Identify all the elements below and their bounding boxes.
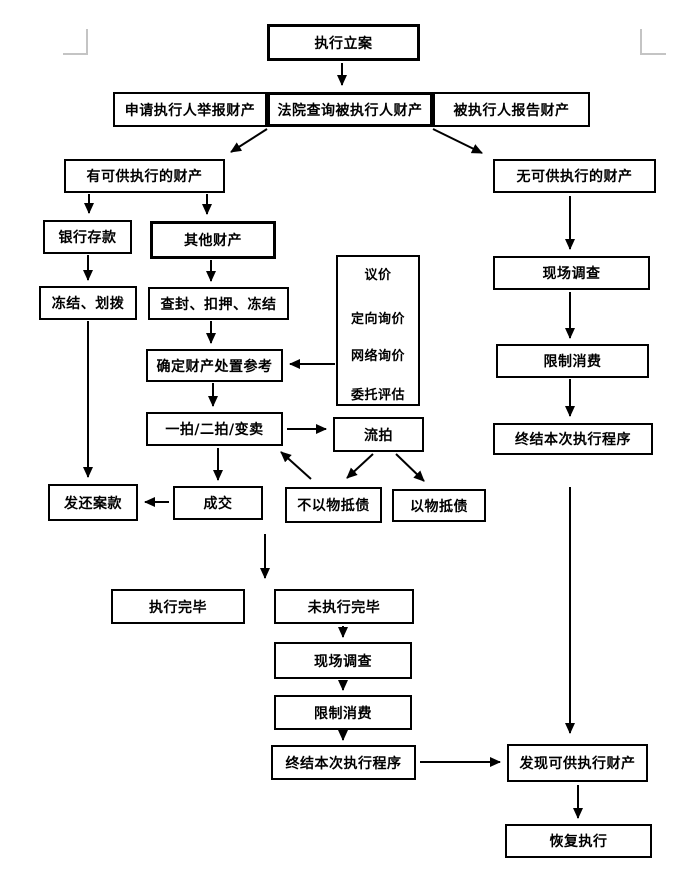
node-deal-closed: 成交	[173, 486, 263, 520]
node-site-survey-right: 现场调查	[493, 256, 650, 290]
arrow-failed-to-no-debt-offset	[346, 453, 374, 479]
arrow-failed-to-debt-offset	[395, 453, 425, 482]
node-auction-failed: 流拍	[333, 417, 424, 452]
node-limit-consumption-right: 限制消费	[496, 344, 649, 378]
page-corner-mark-top-right	[640, 29, 666, 55]
node-found-property: 发现可供执行财产	[507, 744, 648, 782]
node-other-property: 其他财产	[150, 221, 276, 259]
node-resume-execution: 恢复执行	[505, 824, 652, 858]
node-return-funds: 发还案款	[48, 484, 138, 521]
node-freeze-transfer: 冻结、划拨	[39, 286, 137, 320]
node-no-debt-offset: 不以物抵债	[285, 487, 382, 523]
node-site-survey-bottom: 现场调查	[274, 642, 412, 679]
node-execution-done: 执行完毕	[111, 589, 245, 624]
arrow-row-to-has-property	[230, 128, 268, 153]
node-directed-inquiry: 定向询价	[350, 311, 405, 327]
node-has-property: 有可供执行的财产	[64, 159, 225, 193]
node-limit-consumption-bottom: 限制消费	[274, 695, 412, 730]
node-seal-detain-freeze: 查封、扣押、冻结	[148, 287, 289, 320]
node-online-inquiry: 网络询价	[350, 348, 405, 364]
arrow-row-to-no-property	[432, 128, 483, 154]
node-court-query: 法院查询被执行人财产	[267, 92, 433, 127]
node-case-filing: 执行立案	[267, 24, 420, 61]
page-corner-mark-top-left	[63, 29, 88, 55]
node-terminate-right: 终结本次执行程序	[493, 423, 653, 455]
node-report-by-debtor: 被执行人报告财产	[433, 92, 590, 127]
node-debt-offset: 以物抵债	[392, 489, 486, 522]
node-report-by-applicant: 申请执行人举报财产	[113, 92, 267, 127]
node-entrusted-appraisal: 委托评估	[350, 387, 405, 403]
node-no-property: 无可供执行的财产	[493, 159, 656, 193]
node-bank-deposit: 银行存款	[43, 220, 132, 254]
node-execution-not-done: 未执行完毕	[274, 589, 414, 624]
node-terminate-bottom: 终结本次执行程序	[271, 745, 416, 780]
arrow-no-debt-offset-to-auction	[280, 451, 312, 480]
node-price-reference: 确定财产处置参考	[146, 349, 283, 382]
node-auction-sale: 一拍/二拍/变卖	[146, 412, 283, 446]
node-negotiated-price: 议价	[364, 267, 392, 283]
pricing-methods-box	[336, 255, 420, 406]
